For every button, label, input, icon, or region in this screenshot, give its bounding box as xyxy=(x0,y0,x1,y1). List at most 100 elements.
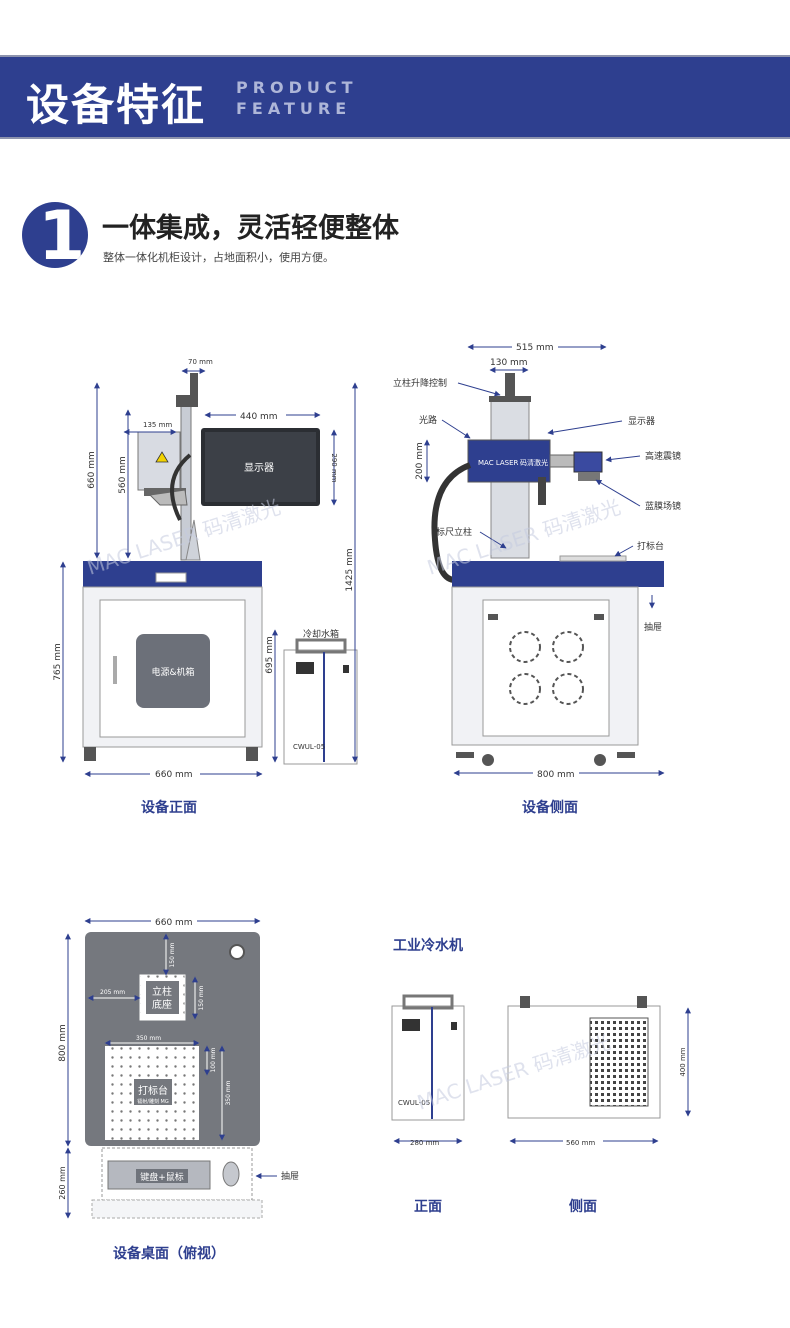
callout-display xyxy=(547,420,623,436)
caption-side: 设备侧面 xyxy=(522,800,578,816)
dim-150a: 150 mm xyxy=(169,942,176,967)
label-drawer: 抽屉 xyxy=(644,621,662,633)
fan-3 xyxy=(509,673,541,705)
front-chiller-panel xyxy=(296,662,314,674)
dim-205: 205 mm xyxy=(100,989,125,996)
label-galvo: 高速震镜 xyxy=(645,450,681,462)
caption-chiller-side: 侧面 xyxy=(569,1199,597,1215)
chiller-front-switch xyxy=(451,1022,457,1030)
chiller-model-front: CWUL-05 xyxy=(293,743,325,751)
dim-695: 695 mm xyxy=(265,636,275,674)
caption-chiller-front: 正面 xyxy=(414,1199,442,1215)
front-lift-handle xyxy=(190,373,198,397)
dim-top-660-bg xyxy=(151,915,197,927)
side-lift-knob xyxy=(505,373,515,398)
marking-table-label-bg xyxy=(134,1079,172,1105)
fan-2 xyxy=(552,631,584,663)
caption-top: 设备桌面（俯视） xyxy=(113,1246,225,1262)
section-title: 一体集成，灵活轻便整体 xyxy=(102,213,399,244)
dim-260: 260 mm xyxy=(58,1166,67,1200)
dim-200: 200 mm xyxy=(415,442,425,480)
section-number: 1 xyxy=(38,202,86,268)
side-handle xyxy=(538,477,546,505)
dim-135: 135 mm xyxy=(143,421,172,429)
chiller-vent xyxy=(589,1017,649,1107)
dim-400: 400 mm xyxy=(679,1047,687,1076)
side-brand-en: MAC LASER xyxy=(478,459,519,467)
wheel-right xyxy=(246,747,258,761)
label-lift: 立柱升降控制 xyxy=(393,377,447,389)
side-marking-plate xyxy=(559,555,627,562)
dim-440: 440 mm xyxy=(240,412,278,422)
callout-lens xyxy=(595,479,641,507)
front-view: 显示器 电源&机箱 CWUL-05 冷却水箱 70 mm 440 mm 135 … xyxy=(53,358,358,780)
front-galvo xyxy=(144,488,186,496)
dim-515: 515 mm xyxy=(516,343,554,353)
dim-765: 765 mm xyxy=(53,643,63,681)
dim-280: 280 mm xyxy=(410,1139,439,1147)
display-label: 显示器 xyxy=(244,462,274,474)
caption-front: 设备正面 xyxy=(141,800,197,816)
keyboard-label: 键盘+鼠标 xyxy=(140,1171,184,1183)
top-view: 立柱 底座 打标台 镭射/雕刻 MG 键盘+鼠标 抽屉 660 mm 150 m… xyxy=(58,915,299,1219)
callout-table xyxy=(614,545,634,557)
dim-130: 130 mm xyxy=(490,358,528,368)
banner-subtitle: PRODUCT FEATURE xyxy=(236,77,358,119)
dim-660w: 660 mm xyxy=(155,770,193,780)
side-view: MAC LASER 码清激光 515 mm 130 mm 200 mm 800 xyxy=(393,340,681,780)
side-lens xyxy=(578,472,600,481)
fan-1 xyxy=(509,631,541,663)
column-base-label-2: 底座 xyxy=(152,998,172,1011)
wheel-left xyxy=(84,747,96,761)
dim-290: 290 mm xyxy=(330,453,338,482)
column-base xyxy=(146,981,179,1014)
dim-800-bg xyxy=(533,767,579,779)
label-column: 标尺立柱 xyxy=(436,526,472,538)
section-number-badge: 1 xyxy=(22,202,88,268)
dim-top-660: 660 mm xyxy=(155,918,193,928)
dim-440-bg xyxy=(236,409,286,421)
chiller-side-post-right xyxy=(637,996,647,1008)
column-base-label-1: 立柱 xyxy=(152,985,172,998)
front-lift-knob xyxy=(176,395,198,407)
label-display: 显示器 xyxy=(628,416,655,427)
header-banner: 设备特征 PRODUCT FEATURE xyxy=(0,55,790,139)
label-lens: 蓝膜场镜 xyxy=(645,500,681,512)
side-wheel-left xyxy=(482,754,494,766)
chiller-title: 工业冷水机 xyxy=(393,938,463,954)
chiller-side-post-left xyxy=(520,996,530,1008)
fan-4 xyxy=(552,673,584,705)
monitor-stand xyxy=(185,519,201,561)
dim-350w: 350 mm xyxy=(136,1035,161,1042)
dim-350h: 350 mm xyxy=(225,1080,232,1105)
side-cable xyxy=(431,462,472,583)
side-galvo xyxy=(573,451,603,473)
chiller-front-handle xyxy=(402,994,454,1010)
dim-560: 560 mm xyxy=(566,1139,595,1147)
callout-lift xyxy=(457,382,501,397)
front-drawer-handle xyxy=(155,572,187,583)
front-chiller-handle xyxy=(295,638,347,654)
dim-560-bg xyxy=(563,1136,603,1146)
label-drawer-top: 抽屉 xyxy=(281,1170,299,1182)
callout-light xyxy=(441,419,471,439)
keyboard-label-bg xyxy=(136,1169,188,1183)
side-foot-right xyxy=(617,752,635,758)
chiller-front-panel xyxy=(402,1019,420,1031)
side-foot-left xyxy=(456,752,474,758)
label-table: 打标台 xyxy=(637,540,664,552)
dim-100: 100 mm xyxy=(210,1047,217,1072)
side-latch-left xyxy=(488,614,498,620)
top-cable-hole xyxy=(229,944,245,960)
door-handle xyxy=(113,656,117,684)
side-panel xyxy=(482,599,610,737)
banner-en-line-2: FEATURE xyxy=(236,99,352,118)
side-brand-cn: 码清激光 xyxy=(520,458,548,467)
dim-70: 70 mm xyxy=(188,358,213,366)
cabinet-label: 电源&机箱 xyxy=(151,666,194,678)
callout-galvo xyxy=(605,455,641,463)
marking-table-label: 打标台 xyxy=(138,1084,168,1097)
chiller-model: CWUL-05 xyxy=(398,1099,430,1107)
cabinet-window xyxy=(136,634,210,708)
